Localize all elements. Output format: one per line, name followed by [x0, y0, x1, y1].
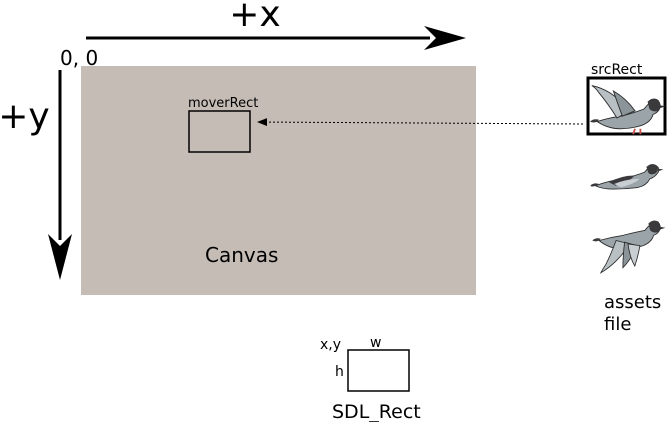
y-axis-arrowhead: [48, 234, 72, 280]
x-axis-arrowhead: [424, 26, 466, 50]
mover-rect-label: moverRect: [188, 96, 258, 111]
y-axis-label: +y: [0, 96, 50, 137]
sdl-rect-w-label: w: [370, 335, 381, 351]
mover-rect: [188, 110, 251, 153]
pigeon-icon-frame-3: [591, 220, 666, 274]
sdl-rect-box: [347, 349, 410, 392]
canvas-label: Canvas: [205, 243, 278, 267]
pigeon-icon-frame-2: [589, 163, 664, 190]
src-rect-label: srcRect: [591, 62, 643, 78]
sdl-rect-xy-label: x,y: [320, 337, 341, 353]
x-axis-label: +x: [229, 0, 280, 35]
sdl-rect-title: SDL_Rect: [332, 401, 421, 422]
sdl-rect-h-label: h: [335, 364, 344, 380]
assets-label-line2: file: [604, 314, 631, 335]
canvas-area: [81, 66, 476, 295]
assets-label-line1: assets: [604, 292, 661, 313]
